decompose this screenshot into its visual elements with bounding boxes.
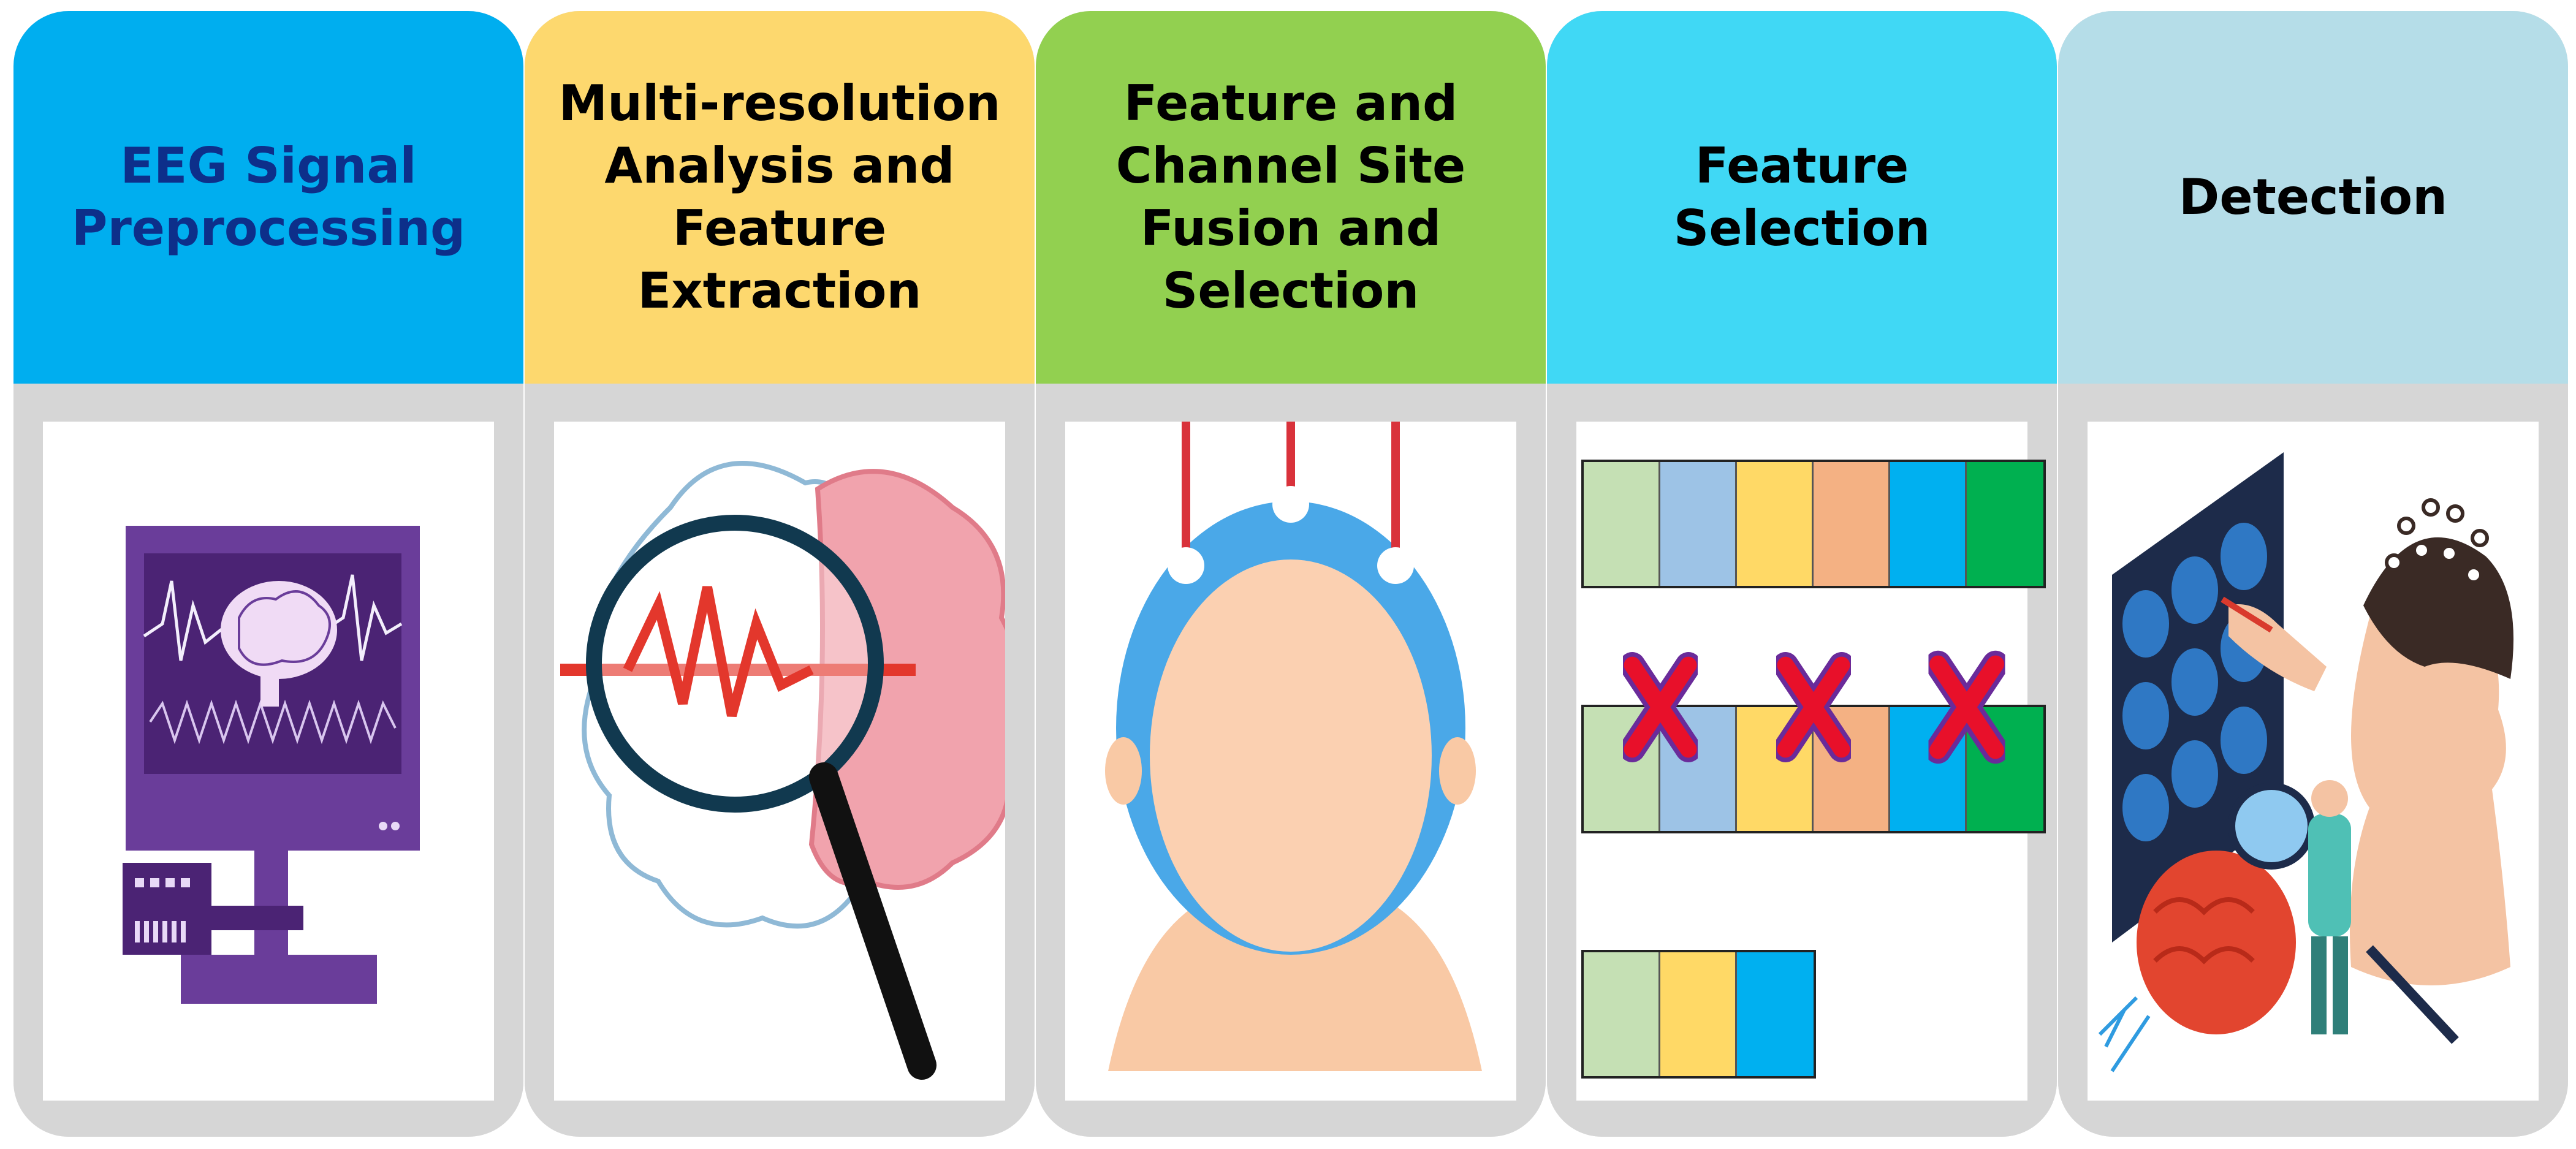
eeg-monitor-illustration bbox=[43, 422, 494, 1101]
feature-cell bbox=[1814, 462, 1890, 586]
stage-panel-fusion-selection: Feature and Channel Site Fusion and Sele… bbox=[1036, 11, 1546, 1137]
stage-title: Detection bbox=[2178, 169, 2448, 226]
detection-scene-icon bbox=[2098, 452, 2513, 1072]
stage-header: Detection bbox=[2058, 11, 2568, 384]
brain-magnifier-icon bbox=[560, 461, 1005, 1080]
stage-header: Multi-resolution Analysis and Feature Ex… bbox=[525, 11, 1035, 384]
stage-title: EEG Signal Preprocessing bbox=[71, 137, 466, 257]
feature-vector-marked bbox=[1581, 650, 2046, 833]
feature-cell bbox=[1890, 462, 1967, 586]
eeg-cap-head-illustration bbox=[1065, 422, 1516, 1101]
feature-cell bbox=[1660, 462, 1737, 586]
feature-cell bbox=[1737, 952, 1814, 1076]
stage-title: Feature and Channel Site Fusion and Sele… bbox=[1115, 75, 1466, 319]
feature-vector-illustration bbox=[1576, 422, 2046, 1101]
stage-header: Feature and Channel Site Fusion and Sele… bbox=[1036, 11, 1546, 384]
brain-analysis-illustration bbox=[554, 422, 1005, 1101]
feature-vector-selected bbox=[1581, 950, 1816, 1079]
feature-cell bbox=[1967, 462, 2043, 586]
stage-header: Feature Selection bbox=[1547, 11, 2057, 384]
feature-cell bbox=[1584, 952, 1660, 1076]
stage-panel-feature-extraction: Multi-resolution Analysis and Feature Ex… bbox=[525, 11, 1035, 1137]
feature-cell bbox=[1928, 650, 2043, 831]
removed-x-icon bbox=[1928, 650, 2005, 764]
feature-vector-full bbox=[1581, 460, 2046, 588]
stage-panel-feature-selection: Feature Selection bbox=[1547, 11, 2057, 1137]
stage-header: EEG Signal Preprocessing bbox=[13, 11, 523, 384]
feature-cell bbox=[1584, 462, 1660, 586]
stage-title: Multi-resolution Analysis and Feature Ex… bbox=[558, 75, 1001, 319]
feature-cell bbox=[1660, 952, 1737, 1076]
stage-panel-detection: Detection bbox=[2058, 11, 2568, 1137]
feature-cell bbox=[1737, 462, 1814, 586]
feature-cell bbox=[1623, 652, 1737, 831]
removed-x-icon bbox=[1776, 652, 1851, 762]
eeg-cap-icon bbox=[1105, 422, 1482, 1071]
stage-panel-preprocessing: EEG Signal Preprocessing bbox=[13, 11, 523, 1137]
eeg-monitor-icon bbox=[123, 526, 420, 1004]
removed-x-icon bbox=[1623, 652, 1698, 762]
feature-cell bbox=[1776, 652, 1890, 831]
stage-title: Feature Selection bbox=[1673, 137, 1931, 257]
detection-illustration bbox=[2088, 422, 2539, 1101]
